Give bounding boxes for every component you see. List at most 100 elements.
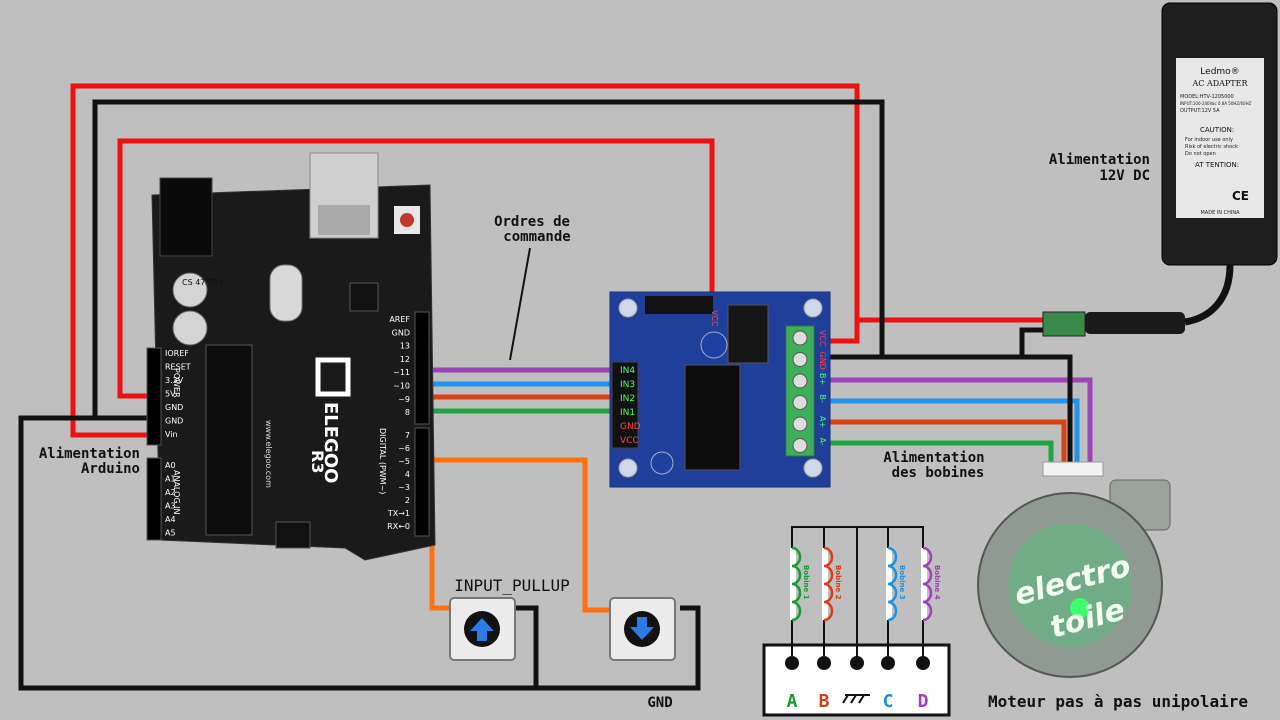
power-pin-label: RESET [165, 363, 191, 372]
coil-name: Bobine 3 [898, 565, 906, 600]
annotations: Alimentation Arduino Ordres de commande … [39, 152, 1248, 711]
driver-output-label: A- [818, 438, 827, 446]
coil-winding [887, 546, 898, 622]
wire-green-coil [828, 440, 1054, 464]
digital-pin-label: 12 [400, 355, 410, 364]
arrow-down-icon [630, 617, 654, 640]
adapter-input: INPUT:100-240Vac 0.8A 50HZ/60HZ [1180, 101, 1252, 106]
digital-pin-label: ~9 [398, 395, 410, 404]
terminal-screws [792, 330, 808, 453]
wire-red-5v [117, 138, 715, 399]
wire-red-12v [70, 83, 860, 438]
label-alim-12v-1: Alimentation [1049, 152, 1150, 168]
arrow-up-icon [470, 618, 494, 641]
driver-output-label: GND [818, 352, 827, 370]
driver-output-label: B+ [818, 373, 827, 385]
adapter-ce-mark: CE [1232, 189, 1249, 203]
stepper-motor: electro toile [977, 461, 1171, 678]
adapter-caution: CAUTION: [1200, 126, 1234, 134]
driver-input-label: GND [620, 422, 641, 432]
coil-name: Bobine 2 [834, 565, 842, 600]
digital-header-1 [414, 311, 430, 425]
adapter-title: AC ADAPTER [1192, 79, 1249, 88]
label-alim-bobines-2: des bobines [892, 465, 985, 481]
driver-output-label: A+ [818, 416, 827, 428]
digital-pin-label: ~3 [398, 483, 410, 492]
label-alim-12v-2: 12V DC [1099, 168, 1150, 184]
digital-pin-label: 2 [405, 496, 410, 505]
digital-pin-label: ~5 [398, 457, 410, 466]
driver-capacitor [700, 331, 728, 359]
coil-name: Bobine 4 [933, 565, 941, 600]
driver-terminal-block [785, 325, 815, 457]
digital-pin-label: 13 [400, 342, 410, 351]
board-brand: ELEGOO [320, 402, 341, 483]
capacitor-label: CS 47 25V [182, 278, 224, 287]
coil-terminal-label: B [819, 691, 830, 712]
arduino-board: CS 47 25V ELEGOO R3 www.elegoo.com IOREF… [146, 152, 436, 561]
adapter-caution-1: For indoor use only [1185, 137, 1233, 143]
digital-pin-label: 4 [405, 470, 410, 479]
digital-pin-label: AREF [389, 315, 410, 324]
wire-black-gnd-btn1 [515, 605, 539, 688]
capacitor-1 [172, 272, 208, 308]
coil-winding [791, 546, 802, 622]
driver-input-label: IN3 [620, 380, 635, 390]
button-up [449, 597, 516, 661]
adapter-cable [1184, 264, 1234, 326]
wire-black-gnd-buttons [18, 415, 701, 691]
terminal-screw [792, 438, 808, 453]
analog-header [146, 457, 162, 541]
label-ordres-1: Ordres de [494, 214, 570, 230]
adapter-label [1176, 58, 1264, 218]
motor-connector [1042, 461, 1104, 477]
adapter-made-in: MADE IN CHINA [1200, 210, 1240, 216]
dc-terminal-adapter [1042, 311, 1086, 337]
terminal-screw [792, 373, 808, 389]
ac-adapter: Ledmo® AC ADAPTER MODEL:HTV-1205000 INPU… [1042, 2, 1278, 337]
power-pin-label: GND [165, 417, 183, 426]
board-web: www.elegoo.com [264, 420, 273, 488]
label-input-pullup: INPUT_PULLUP [454, 576, 570, 595]
adapter-output: OUTPUT:12V 5A [1180, 108, 1220, 114]
digital-header-2 [414, 427, 430, 537]
wire-purple-coil [828, 377, 1093, 464]
analog-pin-label: A3 [165, 502, 176, 511]
wire-black-gnd-jack [882, 327, 1048, 360]
atmega-chip [205, 344, 253, 536]
analog-pin-label: A5 [165, 529, 176, 538]
driver-input-label: IN2 [620, 394, 635, 404]
wire-red-coil [828, 419, 1067, 464]
coil-terminal-label: C [883, 691, 894, 712]
coil-winding [823, 546, 834, 622]
label-alim-arduino-2: Arduino [81, 461, 140, 477]
adapter-attention: AT TENTION: [1195, 161, 1239, 169]
terminal-screw [792, 330, 808, 346]
driver-input-label: VCC [620, 436, 639, 446]
ground-symbol-icon [842, 694, 870, 704]
digital-pin-label: ~6 [398, 444, 410, 453]
analog-pin-label: A4 [165, 515, 176, 524]
adapter-caution-2: Risk of electric shock [1185, 144, 1238, 150]
driver-top-vcc-label: VCC [710, 310, 719, 327]
terminal-screw [792, 352, 808, 367]
board-model: R3 [308, 450, 327, 473]
wire-black-common [1022, 354, 1073, 464]
driver-regulator [727, 304, 769, 364]
power-pin-label: IOREF [165, 349, 189, 358]
dc-jack [159, 177, 213, 257]
driver-chip [684, 364, 741, 471]
driver-input-label: IN1 [620, 408, 635, 418]
coil-terminal-dot [881, 656, 895, 670]
adapter-caution-3: Do not open [1185, 151, 1216, 157]
elegoo-logo-icon [315, 357, 351, 397]
coil-terminal-dot [916, 656, 930, 670]
label-ordres-2: commande [503, 229, 570, 245]
coil-name: Bobine 1 [802, 565, 810, 600]
